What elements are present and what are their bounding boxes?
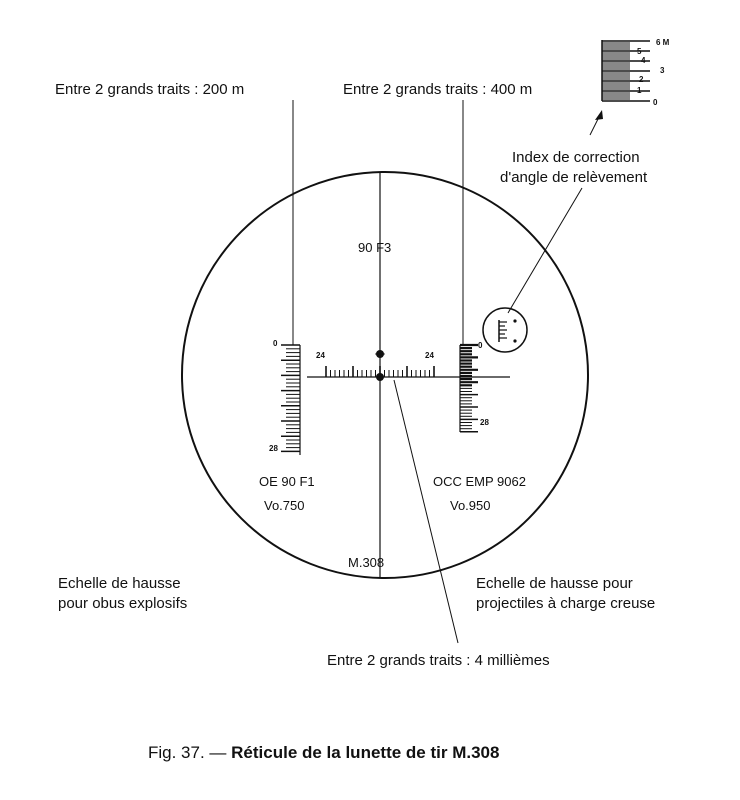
left-scale-bottom-label: 28: [269, 444, 278, 453]
reticle-top-text: 90 F3: [358, 240, 391, 255]
label-200m: Entre 2 grands traits : 200 m: [55, 81, 244, 98]
inset-tick-3: 3: [660, 66, 665, 75]
index-circle: [482, 307, 528, 353]
index-mini-scale: [498, 319, 517, 343]
center-aiming-dot: [376, 373, 384, 381]
inset-correction-scale: 6 M 5 4 3 2 1 0: [601, 38, 670, 107]
mil-scale-description: Entre 2 grands traits : 4 millièmes: [327, 652, 550, 669]
index-label-line2: d'angle de relèvement: [500, 169, 648, 186]
inset-scale-ticks: [602, 40, 650, 102]
inset-tick-0: 0: [653, 98, 658, 107]
caption-title: Réticule de la lunette de tir M.308: [231, 743, 499, 762]
inset-tick-5: 5: [637, 47, 642, 56]
inset-tick-4: 4: [641, 56, 646, 65]
right-elevation-scale: [459, 343, 478, 433]
right-scale-top-label: 0: [478, 341, 483, 350]
reticle-bottom-text: M.308: [348, 555, 384, 570]
left-ammo-name: OE 90 F1: [259, 474, 315, 489]
left-ammo-velocity: Vo.750: [264, 498, 305, 513]
horizontal-scale-left-label: 24: [316, 351, 325, 360]
left-scale-description-line2: pour obus explosifs: [58, 595, 187, 612]
left-elevation-scale: [281, 344, 301, 455]
index-arrow-head: [595, 110, 603, 120]
right-ammo-velocity: Vo.950: [450, 498, 491, 513]
left-scale-description-line1: Echelle de hausse: [58, 575, 181, 592]
right-scale-description-line1: Echelle de hausse pour: [476, 575, 633, 592]
mil-scale-leader-line: [393, 379, 459, 644]
index-label-line1: Index de correction: [512, 149, 640, 166]
reticle-circle: [181, 171, 589, 579]
figure-caption: Fig. 37. — Réticule de la lunette de tir…: [148, 743, 499, 762]
right-scale-bottom-label: 28: [480, 418, 489, 427]
right-scale-description-line2: projectiles à charge creuse: [476, 595, 655, 612]
label-400m: Entre 2 grands traits : 400 m: [343, 81, 532, 98]
right-ammo-name: OCC EMP 9062: [433, 474, 526, 489]
caption-prefix: Fig. 37. —: [148, 743, 231, 762]
left-scale-top-label: 0: [273, 339, 278, 348]
inset-unit-label: 6 M: [656, 38, 670, 47]
horizontal-scale-right-label: 24: [425, 351, 434, 360]
inset-tick-2: 2: [639, 75, 644, 84]
inset-tick-1: 1: [637, 86, 642, 95]
